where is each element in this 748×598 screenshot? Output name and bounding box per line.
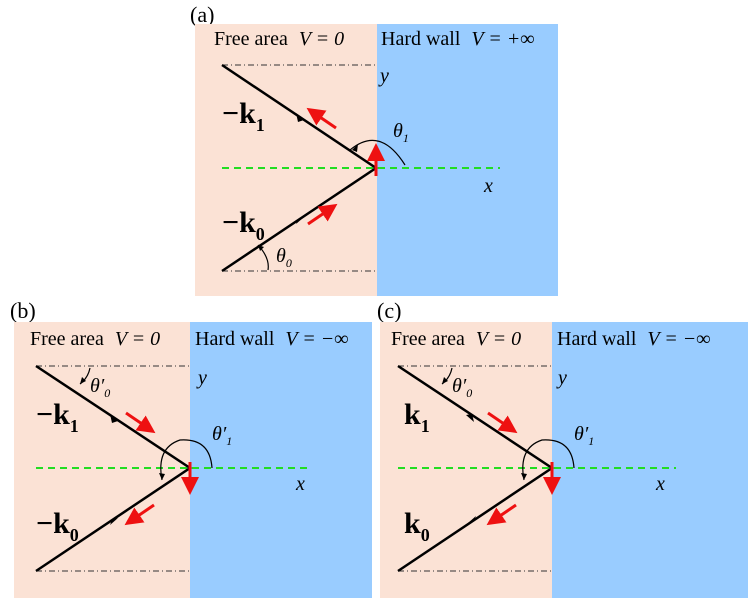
panel-a-k1: −k [222,97,256,130]
panel-c-theta0-sub: 0 [466,386,472,400]
panel-b-k1: −k [36,398,70,431]
panel-c-spin-arrow-top [487,411,518,434]
panel-a-ray-arrow-bottom [296,217,304,224]
panel-b-theta1-sub: 1 [226,434,232,448]
panel-a-theta1-sub: 1 [403,131,409,145]
panel-a-free-label: Free area [214,28,288,50]
panel-c-theta1: θ′ [574,423,589,445]
panel-b-x-label: x [295,473,305,495]
svg-text:k1: k1 [404,398,430,436]
panel-c: (c) Free area V = 0 Hard wall V = −∞ y x… [377,298,748,598]
svg-text:θ0: θ0 [276,245,292,270]
panel-c-x-label: x [655,473,665,495]
panel-c-free-label: Free area [391,328,465,350]
panel-a-theta1: θ [393,120,403,142]
panel-a-ray-arrow-top [296,113,304,122]
panel-c-k0: k [404,507,421,540]
panel-a-hard-wall [377,24,558,296]
panel-c-spin-arrow-bottom [486,503,517,526]
panel-c-theta0: θ′ [452,375,467,397]
svg-text:Hard wall V = −∞: Hard wall V = −∞ [557,328,711,350]
panel-a-free-area [195,24,377,296]
panel-b-wall-label: Hard wall [195,328,275,350]
panel-b-spin-arrow-top [125,411,156,434]
panel-a-y-label: y [378,65,389,87]
panel-c-label: (c) [377,298,401,323]
panel-b-theta0: θ′ [90,375,105,397]
panel-c-free-eq: V = 0 [476,328,521,350]
svg-text:θ1: θ1 [393,120,409,145]
panel-b-angle-arc-right [160,439,213,481]
svg-text:−k0: −k0 [222,206,265,244]
svg-text:−k1: −k1 [36,398,79,436]
panel-a-spin-arrow-bottom [307,203,338,226]
panel-a-wall-eq: V = +∞ [471,28,534,50]
panel-a-k0-sub: 0 [256,224,265,244]
svg-text:−k1: −k1 [222,97,265,135]
panel-c-y-label: y [556,367,567,389]
panel-a-free-eq: V = 0 [299,28,344,50]
panel-c-k1: k [404,398,421,431]
panel-c-wall-label: Hard wall [557,328,637,350]
panel-b: (b) Free area V = 0 Hard wall V = −∞ y x… [10,298,372,598]
panel-a: (a) Free area V = 0 Hard wall V = +∞ y x… [190,2,558,296]
panel-a-k0: −k [222,206,256,239]
panel-c-angle-arc-right [522,439,575,481]
panel-b-label: (b) [10,298,36,323]
svg-text:θ′0: θ′0 [452,375,472,400]
panel-c-wall-eq: V = −∞ [647,328,710,350]
svg-text:Free area V = 0: Free area V = 0 [214,28,344,50]
panel-b-ray-arrow-top [110,414,118,423]
panel-b-y-label: y [196,367,207,389]
panel-a-wall-label: Hard wall [381,28,461,50]
panel-c-free-area [380,322,552,598]
panel-c-k0-sub: 0 [421,525,430,545]
panel-b-k1-sub: 1 [70,416,79,436]
panel-b-ray-arrow-bottom [110,518,118,525]
svg-text:θ′1: θ′1 [574,423,594,448]
panel-a-theta0-sub: 0 [286,256,292,270]
svg-text:k0: k0 [404,507,430,545]
panel-a-k1-sub: 1 [256,115,265,135]
svg-text:Hard wall V = +∞: Hard wall V = +∞ [381,28,535,50]
panel-a-spin-arrow-top [306,107,337,130]
panel-c-k1-sub: 1 [421,416,430,436]
panel-a-x-label: x [483,175,493,197]
panel-b-free-eq: V = 0 [115,328,160,350]
svg-text:Free area V = 0: Free area V = 0 [391,328,521,350]
panel-c-theta1-sub: 1 [588,434,594,448]
panel-c-ray-arrow-bottom [468,516,476,523]
panel-b-hard-wall [190,322,372,598]
panel-b-theta1: θ′ [212,423,227,445]
svg-text:Hard wall V = −∞: Hard wall V = −∞ [195,328,349,350]
svg-text:Free area V = 0: Free area V = 0 [30,328,160,350]
svg-text:θ′0: θ′0 [90,375,110,400]
panel-a-label: (a) [190,2,214,27]
panel-b-spin-arrow-bottom [124,503,155,526]
panel-b-free-area [14,322,190,598]
svg-text:θ′1: θ′1 [212,423,232,448]
svg-text:−k0: −k0 [36,507,79,545]
panel-b-k0-sub: 0 [70,525,79,545]
panel-b-k0: −k [36,507,70,540]
panel-a-angle-arc-top [349,139,406,166]
panel-c-ray-arrow-top [466,414,474,422]
panel-b-free-label: Free area [30,328,104,350]
panel-a-theta0: θ [276,245,286,267]
panel-c-hard-wall [552,322,748,598]
panel-b-theta0-sub: 0 [104,386,110,400]
panel-b-wall-eq: V = −∞ [285,328,348,350]
